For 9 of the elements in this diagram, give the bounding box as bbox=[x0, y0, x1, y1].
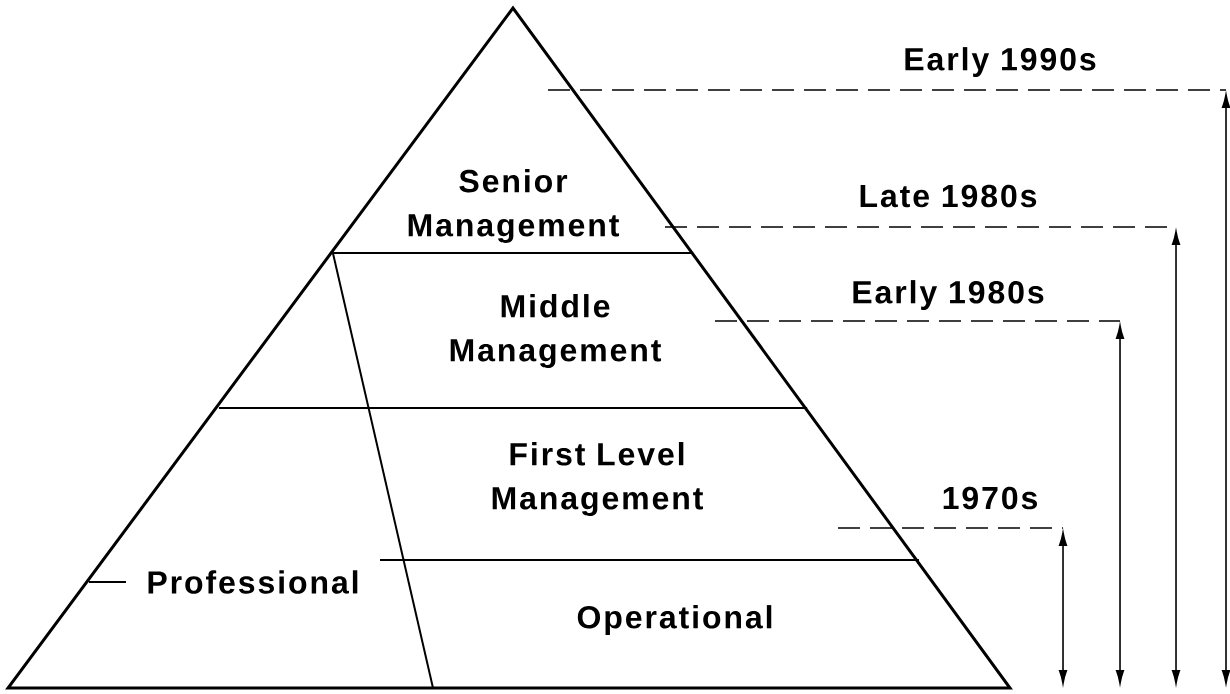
year-label: Late 1980s bbox=[860, 184, 1037, 208]
year-label: Early 1990s bbox=[905, 47, 1096, 77]
level-label: First Level Management bbox=[492, 442, 703, 516]
year-label: Early 1980s bbox=[853, 280, 1044, 310]
level-label: Middle Management bbox=[450, 294, 662, 368]
level-label: Senior Management bbox=[408, 169, 620, 243]
level-label: Operational bbox=[577, 605, 772, 635]
year-label: 1970s bbox=[943, 486, 1037, 510]
level-label: Professional bbox=[148, 570, 358, 594]
